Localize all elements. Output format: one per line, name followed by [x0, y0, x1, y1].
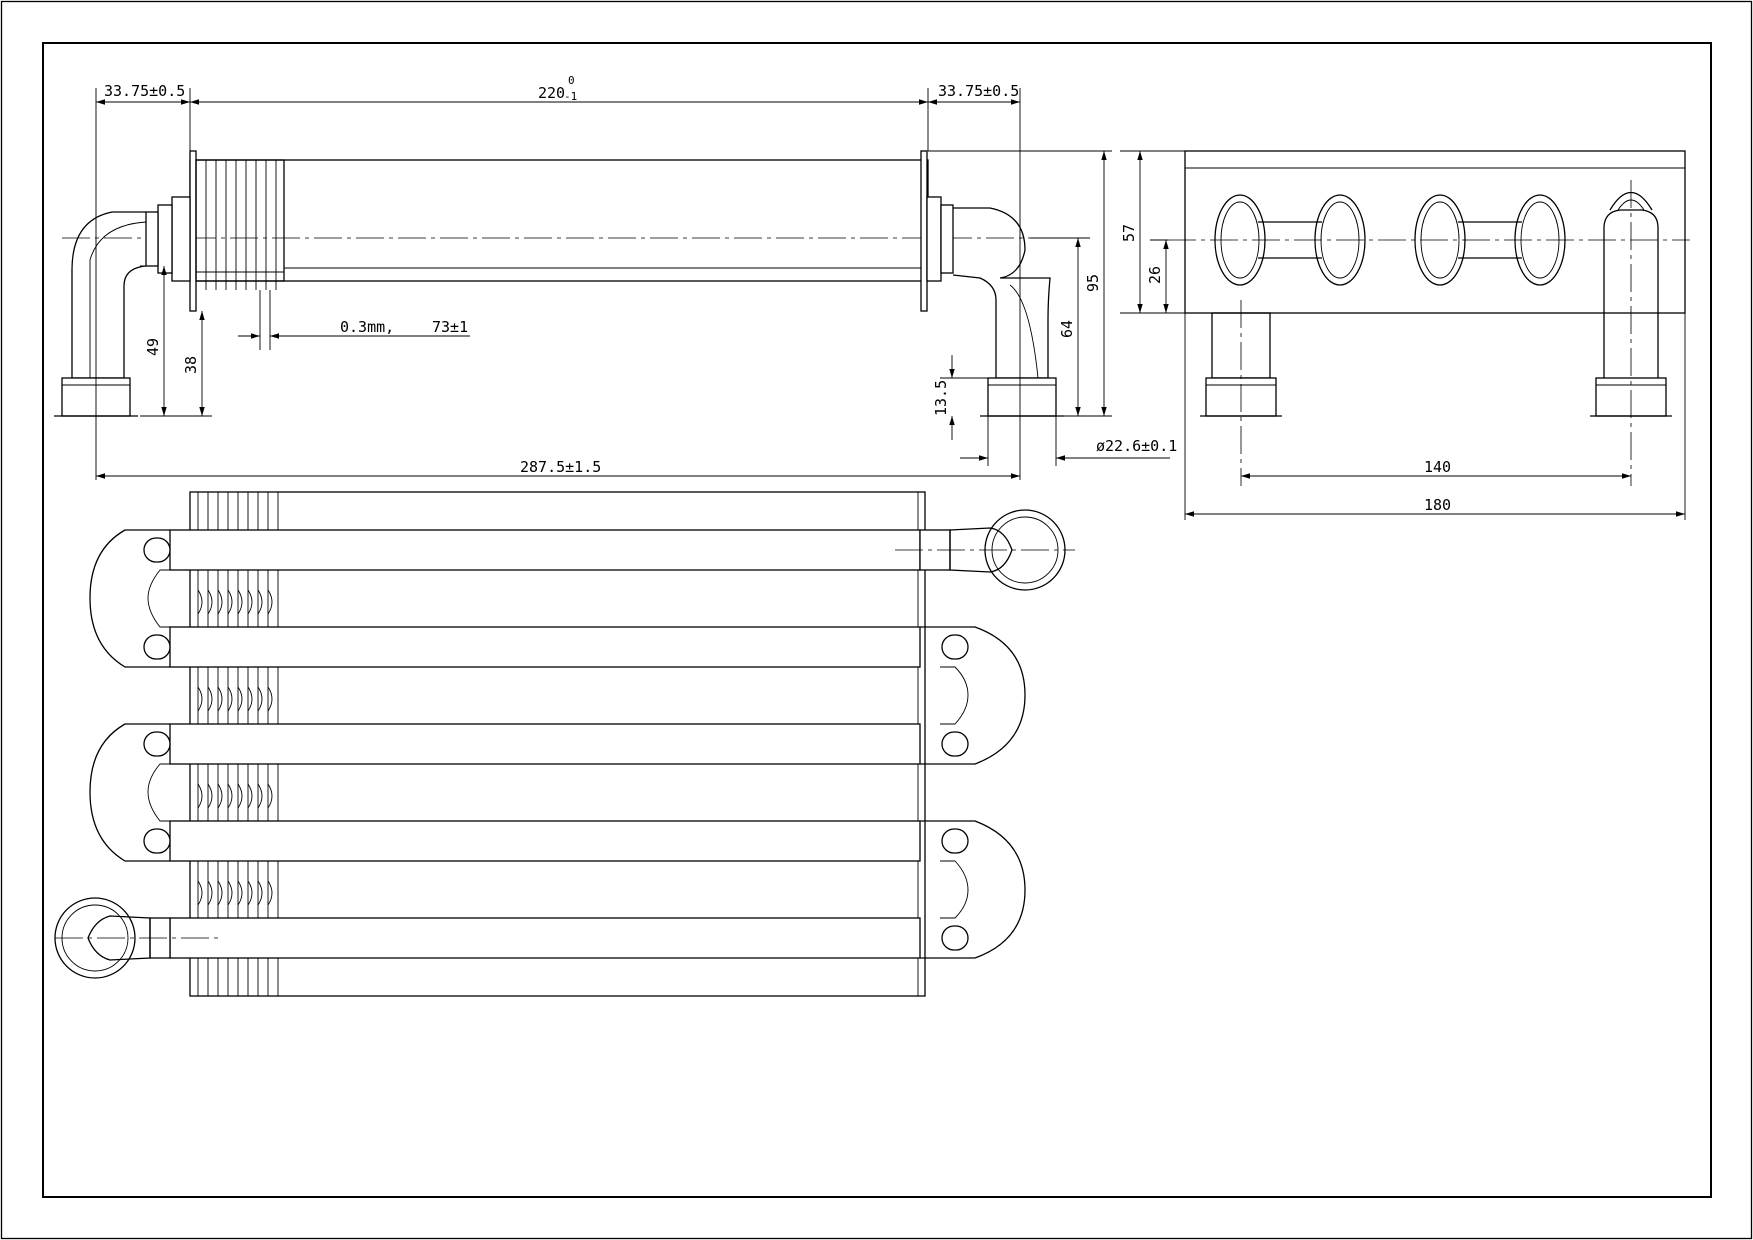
left-u-bends [89, 529, 171, 862]
fin-clips [197, 589, 273, 906]
dim-side-overall-width: 180 [1424, 496, 1451, 514]
dim-right-pipe-height: 64 [1058, 320, 1076, 338]
dim-body-tol-upper: 0 [568, 74, 575, 87]
dim-left-stub: 33.75±0.5 [104, 82, 185, 100]
top-view [54, 491, 1075, 997]
tube-rows [169, 529, 921, 959]
dim-socket-depth: 13.5 [932, 380, 950, 416]
dim-right-stub: 33.75±0.5 [938, 82, 1019, 100]
dim-overall-length: 287.5±1.5 [520, 458, 601, 476]
dim-fin-thickness: 0.3mm, [340, 318, 394, 336]
dim-side-height: 57 [1120, 224, 1138, 242]
front-view [54, 150, 1080, 417]
side-view [1168, 150, 1690, 486]
front-view-dimensions: 33.75±0.5 220 0 -1 33.75±0.5 0.3mm, 73±1… [95, 74, 1177, 480]
drawing-frame [42, 42, 1712, 1198]
dim-total-height: 95 [1084, 274, 1102, 292]
right-u-bends [920, 626, 1026, 959]
dim-socket-diameter: ø22.6±0.1 [1096, 437, 1177, 455]
dim-body-tol-lower: -1 [564, 90, 577, 103]
dim-left-pipe-height-lower: 38 [182, 356, 200, 374]
dim-side-port-spacing: 140 [1424, 458, 1451, 476]
dim-fin-span: 73±1 [432, 318, 468, 336]
side-port-group-2 [1414, 194, 1566, 286]
fin-pack [195, 159, 285, 290]
side-port-group-1 [1214, 194, 1366, 286]
bottom-left-outlet [54, 897, 220, 979]
dim-left-pipe-height: 49 [144, 338, 162, 356]
dim-body-length: 220 [538, 84, 565, 102]
top-right-inlet [895, 509, 1075, 591]
dim-side-center-height: 26 [1146, 266, 1164, 284]
side-view-dimensions: 57 26 140 180 [1120, 150, 1686, 520]
